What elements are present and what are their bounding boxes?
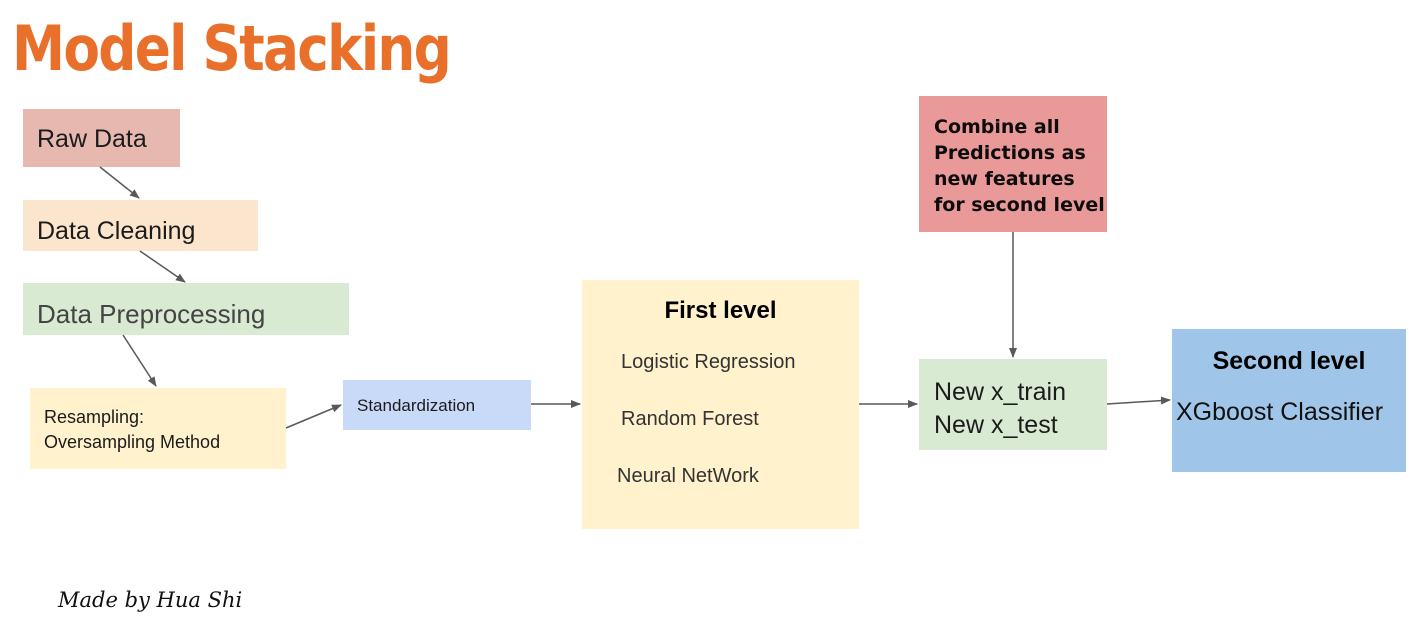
standardization-label: Standardization [357, 396, 476, 415]
combine-line3: new features [934, 168, 1075, 190]
model-neural-network: Neural NetWork [617, 465, 759, 487]
arrow-preprocessing-to-resampling [122, 334, 157, 387]
data-preprocessing-box: Data Preprocessing [23, 283, 349, 335]
diagram-title: Model Stacking [12, 12, 452, 85]
arrow-cleaning-to-preprocessing [139, 250, 186, 283]
model-random-forest: Random Forest [621, 408, 759, 430]
combine-line4: for second level [934, 194, 1105, 216]
xgboost-classifier-label: XGboost Classifier [1176, 398, 1384, 426]
combine-line1: Combine all [934, 116, 1060, 138]
data-cleaning-box: Data Cleaning [23, 200, 258, 251]
author-credit: Made by Hua Shi [58, 588, 243, 612]
combine-predictions-box: Combine all Predictions as new features … [919, 96, 1107, 232]
standardization-box: Standardization [343, 380, 531, 430]
new-x-train-label: New x_train [934, 378, 1066, 406]
data-cleaning-label: Data Cleaning [37, 217, 196, 245]
model-logistic-regression: Logistic Regression [621, 351, 796, 373]
new-x-test-label: New x_test [934, 411, 1058, 439]
first-level-heading: First level [664, 297, 777, 324]
new-features-box: New x_train New x_test [919, 359, 1107, 450]
raw-data-box: Raw Data [23, 109, 180, 167]
first-level-box: First level Logistic Regression Random F… [582, 280, 859, 529]
resampling-label-line1: Resampling: [44, 407, 145, 427]
arrow-raw-to-cleaning [99, 166, 140, 199]
resampling-label-line2: Oversampling Method [44, 432, 221, 452]
second-level-box: Second level XGboost Classifier [1172, 329, 1406, 472]
data-preprocessing-label: Data Preprocessing [37, 299, 266, 329]
arrow-resampling-to-standardization [285, 404, 342, 429]
resampling-box: Resampling: Oversampling Method [30, 388, 286, 469]
combine-line2: Predictions as [934, 142, 1086, 164]
raw-data-label: Raw Data [37, 125, 147, 153]
arrow-new-features-to-second-level [1106, 396, 1171, 405]
second-level-heading: Second level [1212, 347, 1366, 375]
